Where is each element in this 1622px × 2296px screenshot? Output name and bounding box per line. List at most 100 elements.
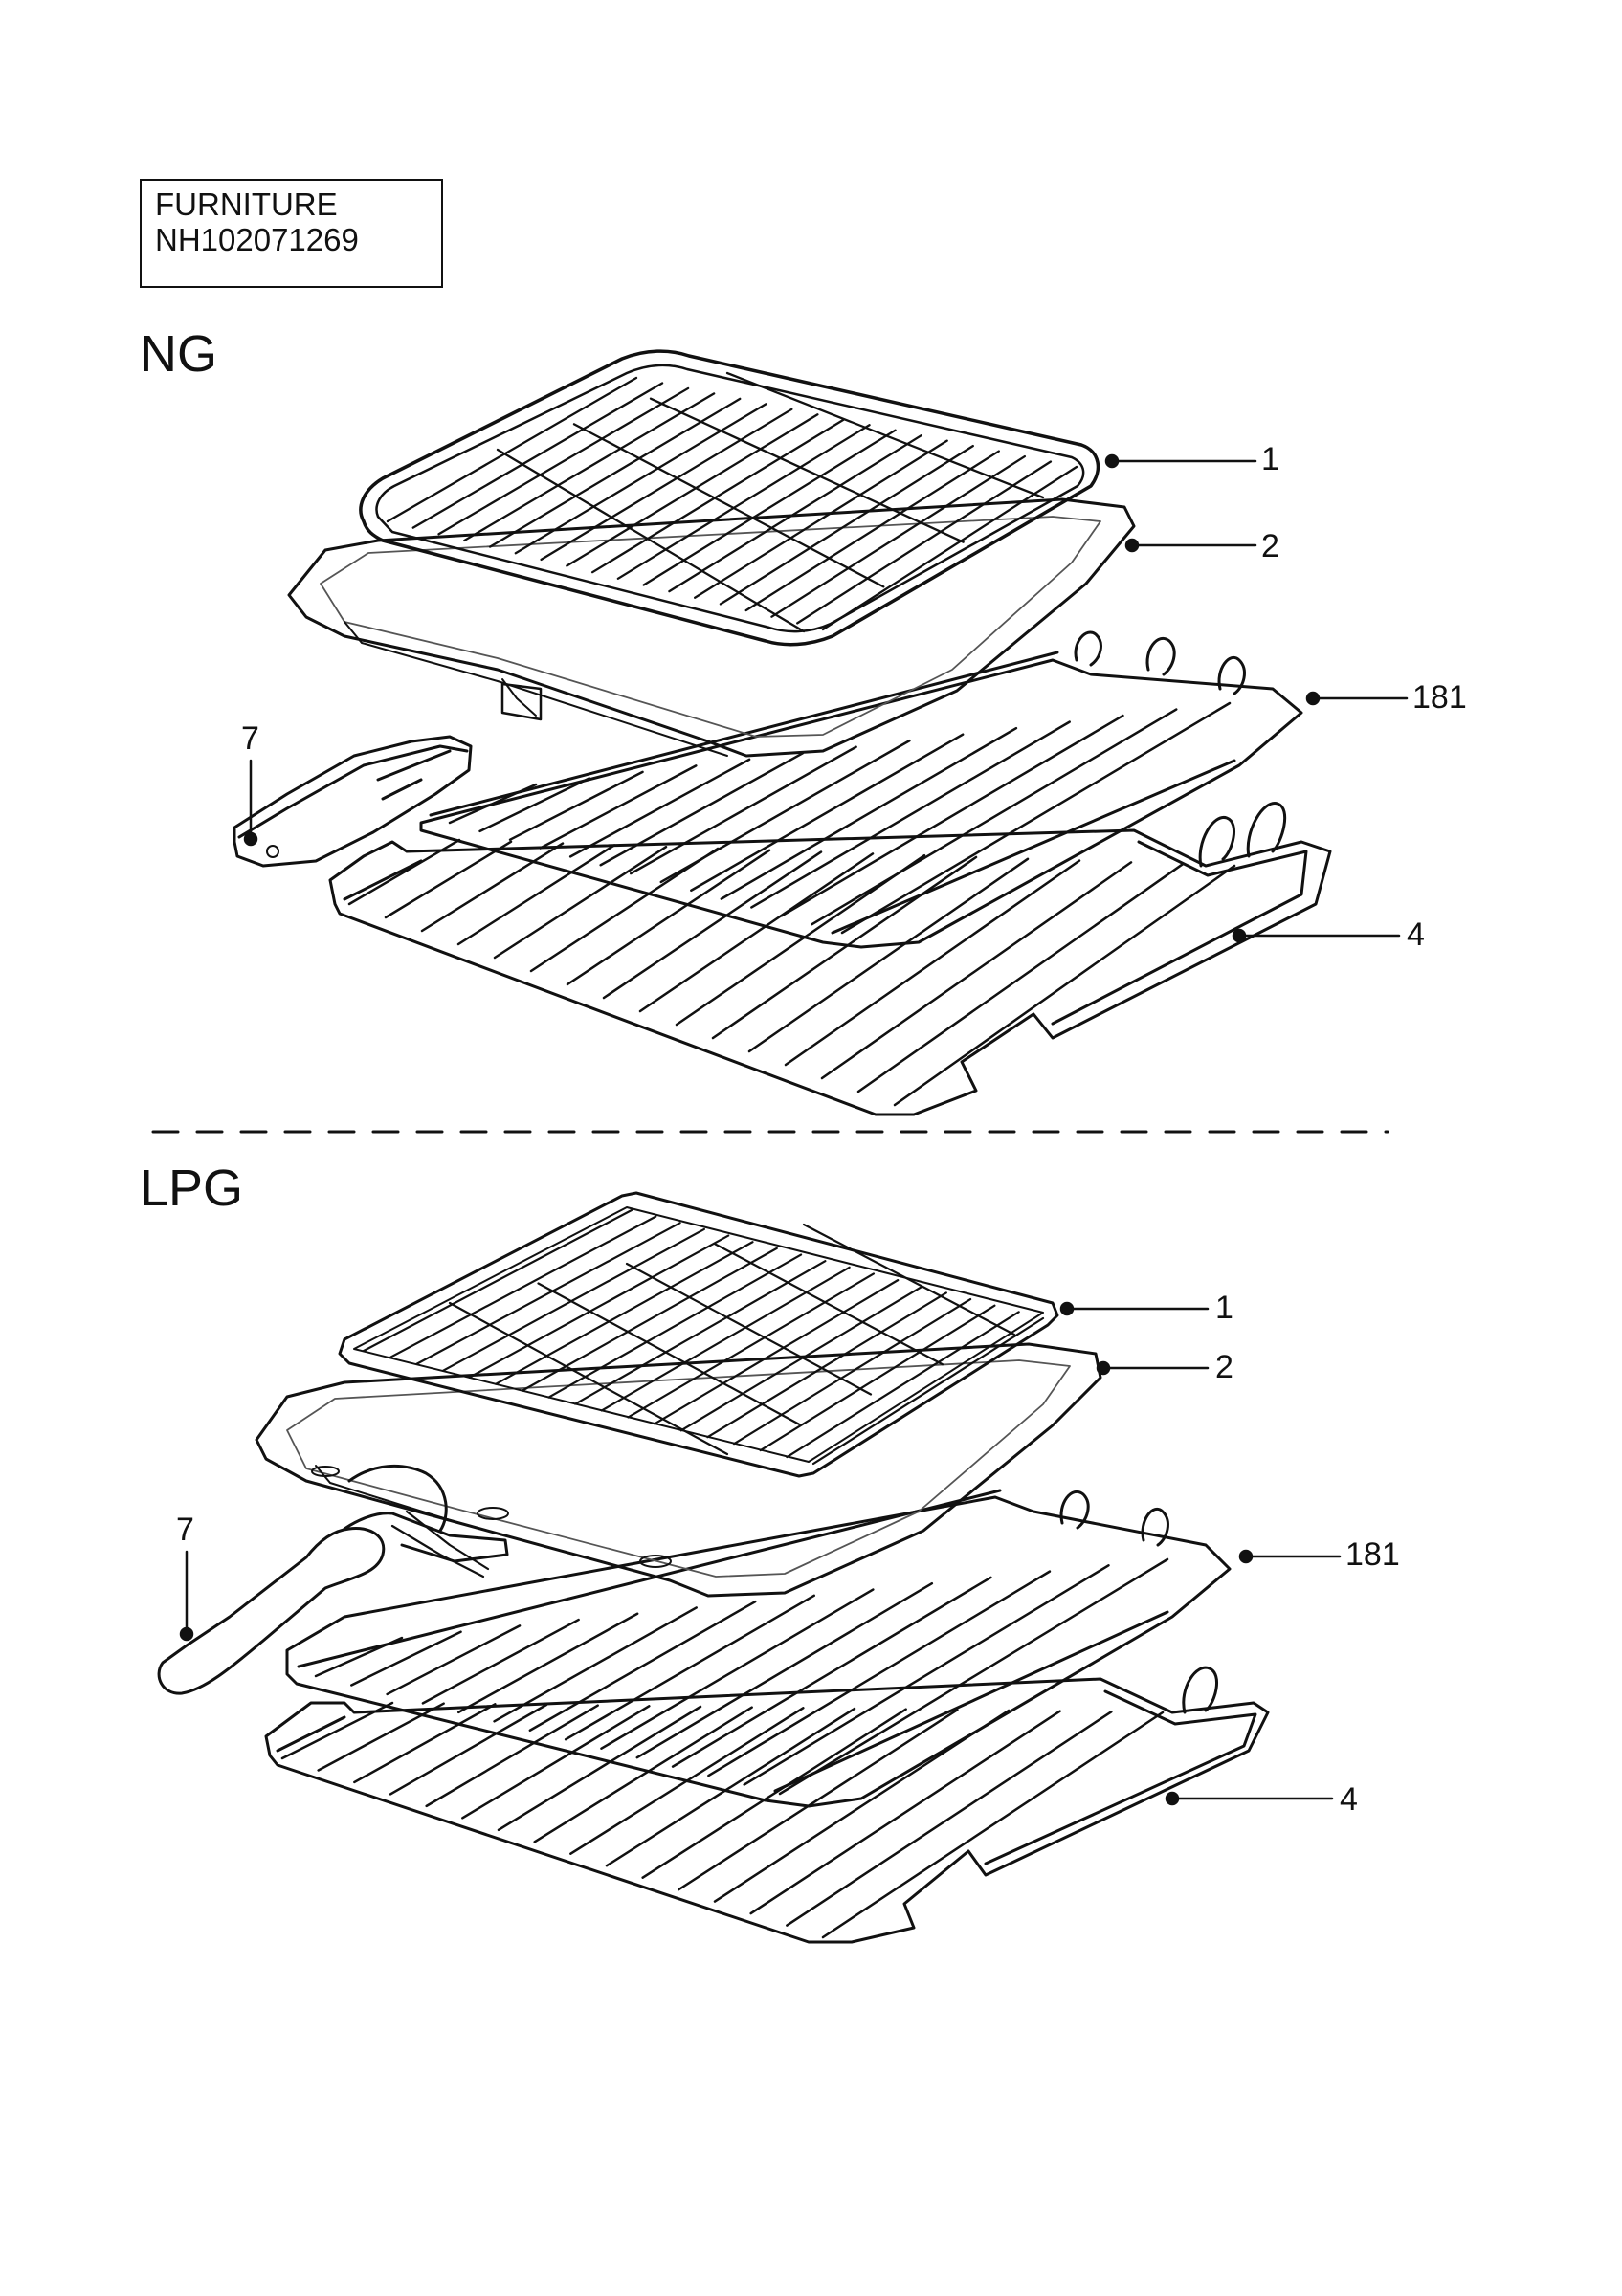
lpg-grill-grid-bars bbox=[362, 1208, 1045, 1466]
ng-wire-shelf-bars bbox=[448, 701, 1232, 935]
title-line-part-number: NH102071269 bbox=[155, 222, 359, 257]
ng-wire-bar bbox=[811, 708, 1178, 926]
lpg-rack-bar bbox=[786, 1711, 1113, 1927]
ng-rack-bar bbox=[711, 855, 978, 1040]
ng-baking-tray bbox=[287, 497, 1136, 758]
lpg-wire-bar bbox=[314, 1636, 404, 1678]
lpg-wire-bar bbox=[600, 1588, 875, 1750]
lpg-grid-bar bbox=[468, 1234, 730, 1379]
lpg-rack-bar bbox=[678, 1709, 959, 1891]
ng-wire-bar bbox=[568, 758, 751, 858]
ng-grid-bar bbox=[437, 386, 690, 536]
lpg-grid-crossbar bbox=[802, 1223, 1016, 1336]
ng-grid-bar bbox=[719, 444, 974, 606]
ng-wire-bar bbox=[780, 714, 1124, 917]
lpg-grid-bar bbox=[495, 1241, 754, 1385]
lpg-grid-bar bbox=[706, 1292, 947, 1439]
ng-grid-crossbar bbox=[725, 371, 1045, 499]
lpg-grid-bar bbox=[574, 1260, 827, 1405]
ng-rack-bar bbox=[638, 852, 875, 1013]
ng-wire-bar bbox=[840, 701, 1232, 935]
lpg-wire-bar bbox=[350, 1630, 462, 1687]
ng-wire-bar bbox=[508, 770, 644, 841]
lpg-wire-bar bbox=[564, 1594, 816, 1741]
ng-bottom-rack bbox=[328, 802, 1332, 1116]
ng-grid-bar bbox=[821, 465, 1078, 631]
ng-grid-bar bbox=[411, 382, 664, 529]
ng-grid-bar bbox=[694, 439, 948, 599]
lpg-grid-bar bbox=[759, 1304, 996, 1452]
lpg-wire-bar bbox=[528, 1600, 757, 1733]
ng-callout-4: 4 bbox=[1407, 916, 1425, 953]
ng-grid-bar bbox=[616, 424, 871, 580]
ng-grid-bar bbox=[463, 392, 716, 542]
lpg-grid-bar bbox=[732, 1297, 972, 1446]
lpg-rack-bar bbox=[389, 1703, 548, 1796]
ng-rack-bar bbox=[602, 850, 823, 1000]
lpg-callout-2: 2 bbox=[1215, 1349, 1233, 1385]
ng-grill-grid bbox=[359, 349, 1100, 647]
lpg-wire-bar bbox=[635, 1581, 934, 1759]
ng-grid-bar bbox=[540, 408, 793, 562]
lpg-callout-181: 181 bbox=[1345, 1536, 1400, 1573]
ng-grid-crossbar bbox=[649, 397, 965, 543]
title-box: FURNITURE NH102071269 bbox=[140, 179, 443, 288]
ng-wire-bar bbox=[690, 733, 965, 893]
lpg-rack-bar bbox=[605, 1707, 856, 1867]
ng-grid-bar bbox=[566, 413, 819, 567]
ng-callout-181: 181 bbox=[1412, 679, 1467, 716]
ng-rack-bar bbox=[384, 840, 513, 919]
ng-grid-bar bbox=[386, 376, 638, 523]
lpg-grid-bar bbox=[389, 1215, 657, 1359]
ng-wire-bar bbox=[750, 720, 1071, 909]
lpg-grid-crossbar bbox=[625, 1262, 873, 1396]
lpg-rack-bar bbox=[461, 1705, 651, 1820]
lpg-grid-bar bbox=[521, 1247, 778, 1392]
lpg-rack-bar bbox=[749, 1710, 1061, 1915]
ng-wire-bar bbox=[659, 739, 911, 884]
lpg-rack-bar bbox=[641, 1708, 907, 1879]
ng-grid-bar bbox=[796, 460, 1053, 625]
ng-rack-bar bbox=[456, 844, 616, 946]
lpg-grid-bar bbox=[415, 1222, 681, 1365]
lpg-wire-bar bbox=[456, 1612, 639, 1714]
ng-wire-bar bbox=[720, 726, 1018, 900]
ng-grid-bar bbox=[642, 429, 897, 586]
lpg-grid-bar bbox=[679, 1285, 923, 1432]
lpg-grid-bar bbox=[441, 1227, 705, 1372]
lpg-assembly bbox=[157, 1191, 1342, 1944]
section-label-ng: NG bbox=[140, 325, 217, 383]
lpg-grid-bar bbox=[627, 1272, 876, 1419]
lpg-wire-shelf bbox=[285, 1489, 1232, 1808]
lpg-grid-bar bbox=[362, 1208, 633, 1353]
ng-grid-bar bbox=[668, 434, 922, 593]
lpg-rack-bar bbox=[280, 1701, 394, 1760]
lpg-grid-bar bbox=[811, 1316, 1045, 1466]
ng-rack-bar bbox=[347, 838, 461, 906]
ng-wire-bar bbox=[478, 777, 591, 833]
lpg-grid-bar bbox=[786, 1311, 1020, 1459]
lpg-grill-grid bbox=[338, 1191, 1059, 1478]
ng-rack-bar bbox=[784, 859, 1081, 1067]
ng-assembly bbox=[233, 349, 1409, 1116]
ng-tray-handle bbox=[233, 735, 473, 868]
lpg-grid-bar bbox=[654, 1279, 900, 1425]
lpg-wire-bar bbox=[778, 1557, 1169, 1796]
lpg-rack-bar bbox=[497, 1705, 702, 1832]
lpg-wire-bar bbox=[671, 1576, 992, 1768]
lpg-grid-crossbar bbox=[714, 1243, 944, 1366]
lpg-callout-7: 7 bbox=[176, 1512, 194, 1548]
lpg-rack-bar bbox=[533, 1706, 753, 1843]
lpg-wire-shelf-bars bbox=[314, 1557, 1169, 1796]
ng-bottom-rack-bars bbox=[347, 838, 1236, 1107]
lpg-wire-bar bbox=[493, 1606, 698, 1723]
lpg-callout-1: 1 bbox=[1215, 1290, 1233, 1326]
lpg-wire-bar bbox=[421, 1618, 580, 1705]
ng-callout-2: 2 bbox=[1261, 528, 1279, 564]
ng-rack-bar bbox=[420, 842, 565, 933]
ng-rack-bar bbox=[529, 847, 720, 973]
lpg-bottom-rack bbox=[264, 1666, 1270, 1944]
ng-wire-bar bbox=[599, 752, 805, 867]
ng-grid-bar bbox=[590, 418, 845, 574]
ng-rack-bar bbox=[820, 861, 1133, 1080]
